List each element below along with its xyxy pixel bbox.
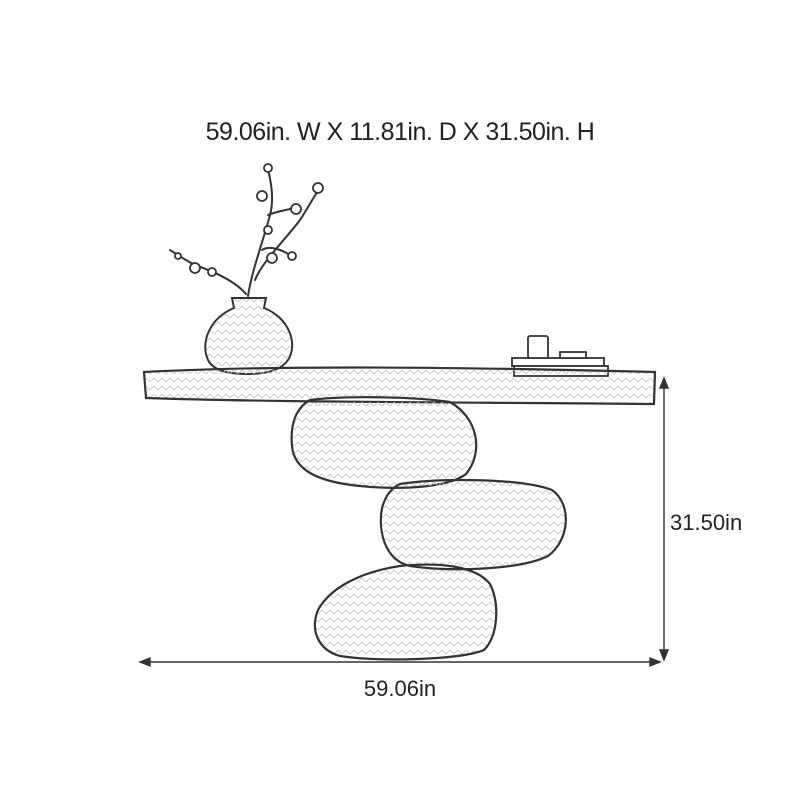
height-dimension-line [658, 376, 670, 662]
height-label: 31.50in [670, 510, 743, 535]
vase [204, 297, 293, 376]
width-dimension-line [138, 656, 662, 668]
stone-top [290, 396, 478, 489]
dimensions-title: 59.06in. W X 11.81in. D X 31.50in. H [205, 118, 595, 146]
tabletop [142, 366, 657, 406]
stone-bottom [313, 563, 498, 661]
flower-buds [174, 163, 324, 277]
width-label: 59.06in [363, 676, 437, 701]
flower-branch [169, 169, 321, 297]
stone-middle [379, 478, 567, 571]
